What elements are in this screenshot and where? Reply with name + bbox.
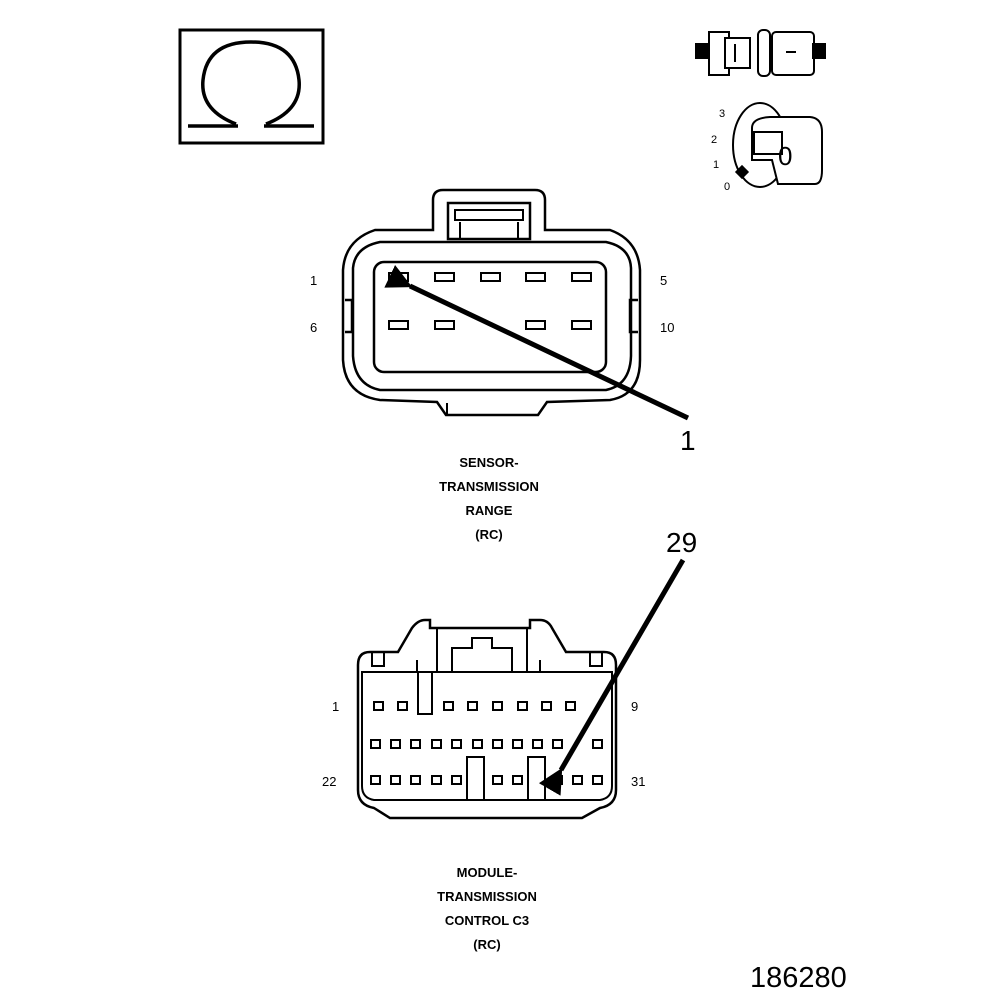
sensor-pin-10 (571, 320, 592, 330)
sensor-caption-line-3: RANGE (466, 503, 513, 518)
module-pin-label-31: 31 (631, 774, 645, 789)
sensor-callout-arrow (384, 265, 690, 421)
module-callout-arrow (538, 558, 686, 796)
figure-number: 186280 (750, 962, 847, 994)
module-caption-line-1: MODULE- (457, 865, 518, 880)
module-caption-line-3: CONTROL C3 (445, 913, 529, 928)
ignition-position-0: 0 (724, 181, 730, 193)
sensor-pin-9 (525, 320, 546, 330)
ignition-position-2: 2 (711, 134, 717, 146)
module-pin-row2-2 (390, 739, 401, 749)
module-pin-row3-7 (512, 775, 523, 785)
sensor-pin-3 (480, 272, 501, 282)
module-pin-row1-8 (565, 701, 576, 711)
module-callout-number: 29 (666, 527, 697, 558)
module-pin-row2-3 (410, 739, 421, 749)
sensor-connector (341, 188, 642, 417)
module-pin-row1-1 (373, 701, 384, 711)
module-pin-row3-2 (390, 775, 401, 785)
module-pin-row2-11 (592, 739, 603, 749)
module-pin-label-9: 9 (631, 699, 638, 714)
module-pin-row2-7 (492, 739, 503, 749)
connector-disconnected-icon (695, 29, 826, 77)
sensor-caption-line-4: (RC) (475, 527, 502, 542)
ignition-position-3: 3 (719, 108, 725, 120)
module-pin-row3-5 (451, 775, 462, 785)
module-pin-label-22: 22 (322, 774, 336, 789)
sensor-pin-5 (571, 272, 592, 282)
module-pin-row3-9 (572, 775, 583, 785)
module-pin-row3-10 (592, 775, 603, 785)
ohm-symbol-icon (178, 28, 325, 145)
module-pin-cavities (370, 701, 603, 785)
module-pin-row1-4 (467, 701, 478, 711)
sensor-caption-line-1: SENSOR- (459, 455, 518, 470)
module-pin-row3-1 (370, 775, 381, 785)
module-caption-line-4: (RC) (473, 937, 500, 952)
module-pin-row3-4 (431, 775, 442, 785)
module-pin-row1-7 (541, 701, 552, 711)
ignition-key-icon: 3 2 1 0 0 (711, 102, 823, 193)
sensor-pin-6 (388, 320, 409, 330)
ignition-key-label: 0 (778, 141, 792, 171)
module-pin-label-1: 1 (332, 699, 339, 714)
module-pin-row3-6 (492, 775, 503, 785)
module-pin-row2-10 (552, 739, 563, 749)
module-pin-row2-4 (431, 739, 442, 749)
ignition-position-1: 1 (713, 159, 719, 171)
module-caption-line-2: TRANSMISSION (437, 889, 537, 904)
sensor-pin-2 (434, 272, 455, 282)
module-pin-row3-8 (552, 775, 563, 785)
sensor-pin-label-1: 1 (310, 273, 317, 288)
sensor-pin-4 (525, 272, 546, 282)
module-connector (356, 618, 618, 820)
module-pin-row2-8 (512, 739, 523, 749)
sensor-pin-1 (388, 272, 409, 282)
sensor-pin-label-10: 10 (660, 320, 674, 335)
sensor-caption-line-2: TRANSMISSION (439, 479, 539, 494)
sensor-pin-label-6: 6 (310, 320, 317, 335)
module-pin-row1-3 (443, 701, 454, 711)
module-pin-row2-5 (451, 739, 462, 749)
sensor-pin-label-5: 5 (660, 273, 667, 288)
module-pin-row1-5 (492, 701, 503, 711)
module-pin-row1-6 (517, 701, 528, 711)
sensor-callout-number: 1 (680, 425, 696, 456)
module-pin-row2-1 (370, 739, 381, 749)
module-pin-row1-2 (397, 701, 408, 711)
module-pin-row2-9 (532, 739, 543, 749)
sensor-pin-7 (434, 320, 455, 330)
module-pin-row2-6 (472, 739, 483, 749)
module-pin-row3-3 (410, 775, 421, 785)
